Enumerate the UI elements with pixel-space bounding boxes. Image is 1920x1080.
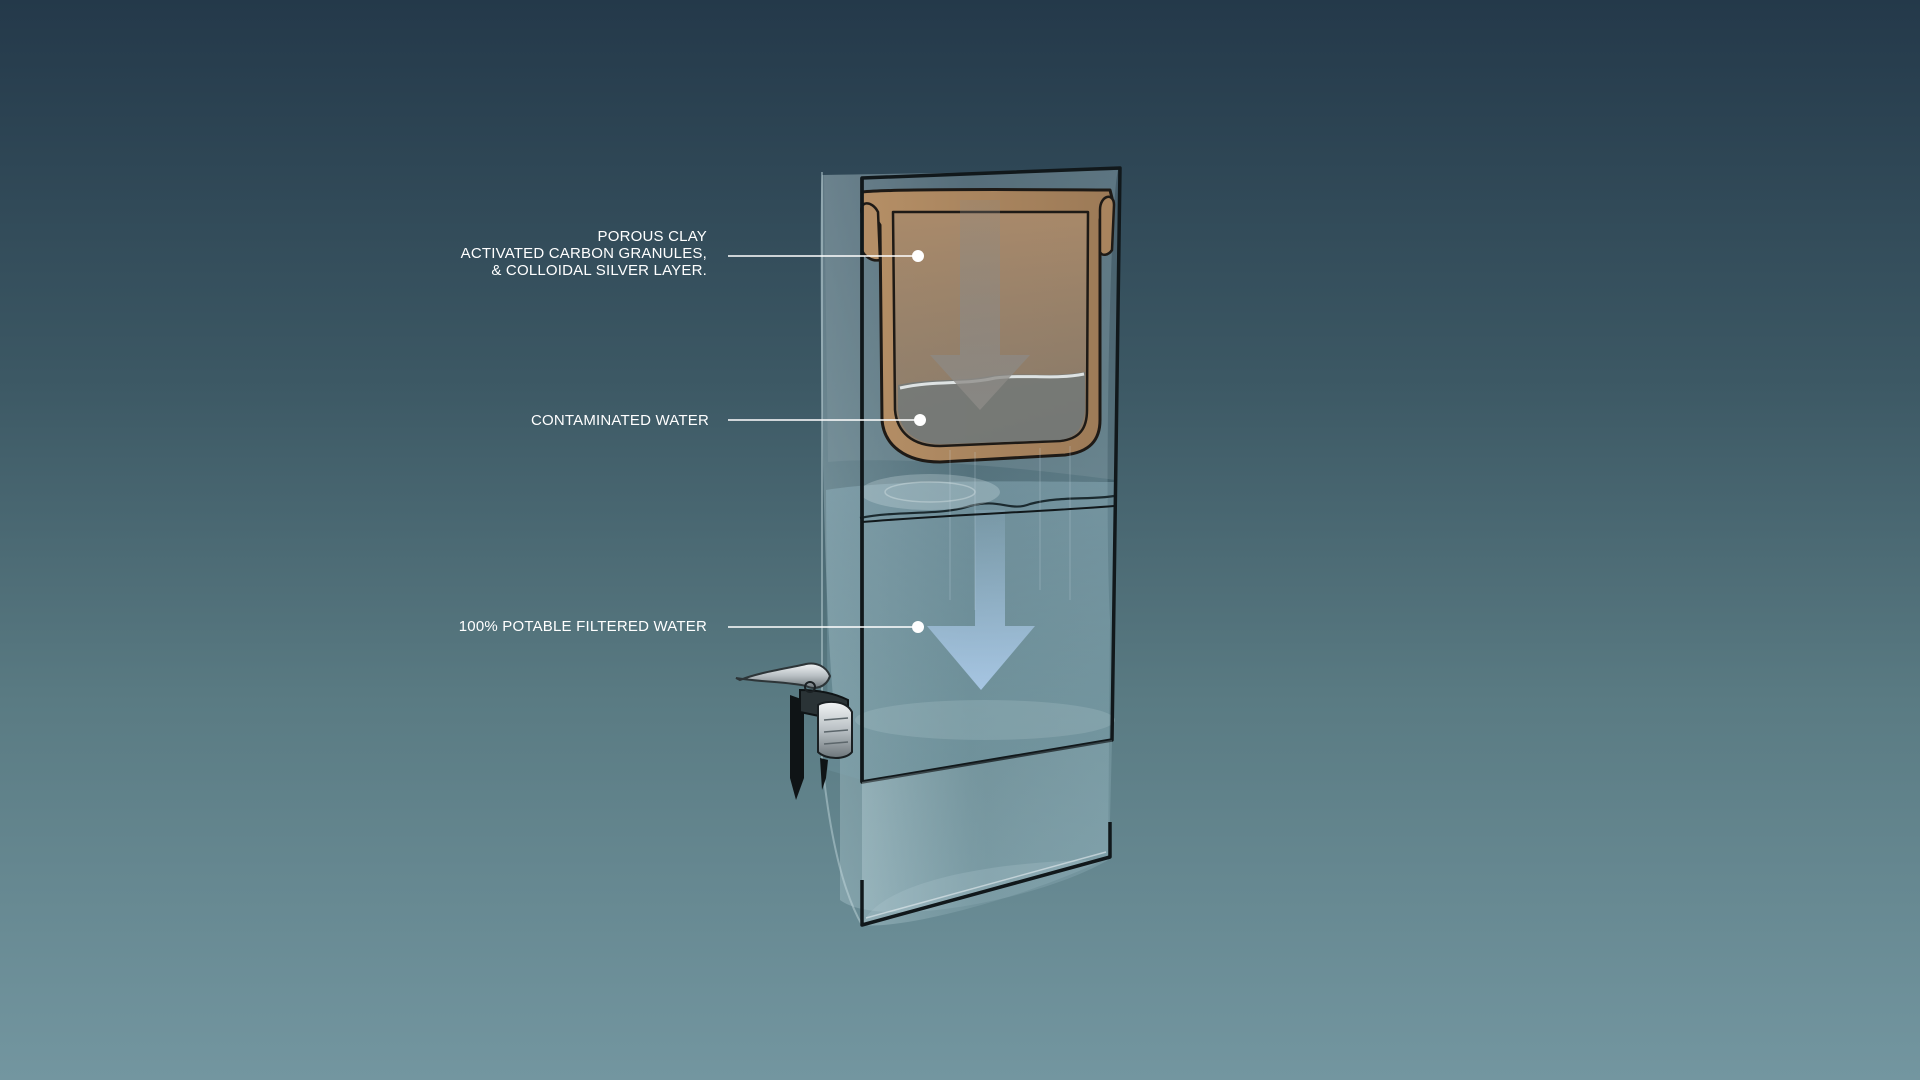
leader-dot-contaminated	[914, 414, 926, 426]
leader-dot-potable	[912, 621, 924, 633]
filtered-water-surface	[859, 494, 1115, 520]
callout-filter-line-2: ACTIVATED CARBON GRANULES,	[460, 245, 707, 262]
callout-contaminated-water: CONTAMINATED WATER	[531, 412, 709, 429]
callout-potable-water: 100% POTABLE FILTERED WATER	[459, 618, 707, 635]
contamination-flow-arrow	[930, 200, 1030, 410]
callout-potable-line-1: 100% POTABLE FILTERED WATER	[458, 618, 707, 635]
callout-filter-line-1: POROUS CLAY	[597, 228, 707, 245]
callout-leaders	[728, 250, 926, 633]
faucet-tap	[735, 662, 853, 800]
callout-filter-line-3: & COLLOIDAL SILVER LAYER.	[491, 262, 707, 279]
leader-dot-filter	[912, 250, 924, 262]
filtered-flow-arrow	[927, 510, 1035, 690]
chamber-divider	[861, 505, 1115, 523]
callout-contaminated-line-1: CONTAMINATED WATER	[530, 412, 709, 429]
container-base	[860, 740, 1112, 927]
callout-filter-layer: POROUS CLAY ACTIVATED CARBON GRANULES, &…	[461, 228, 707, 279]
chamber-bottom	[855, 700, 1115, 740]
